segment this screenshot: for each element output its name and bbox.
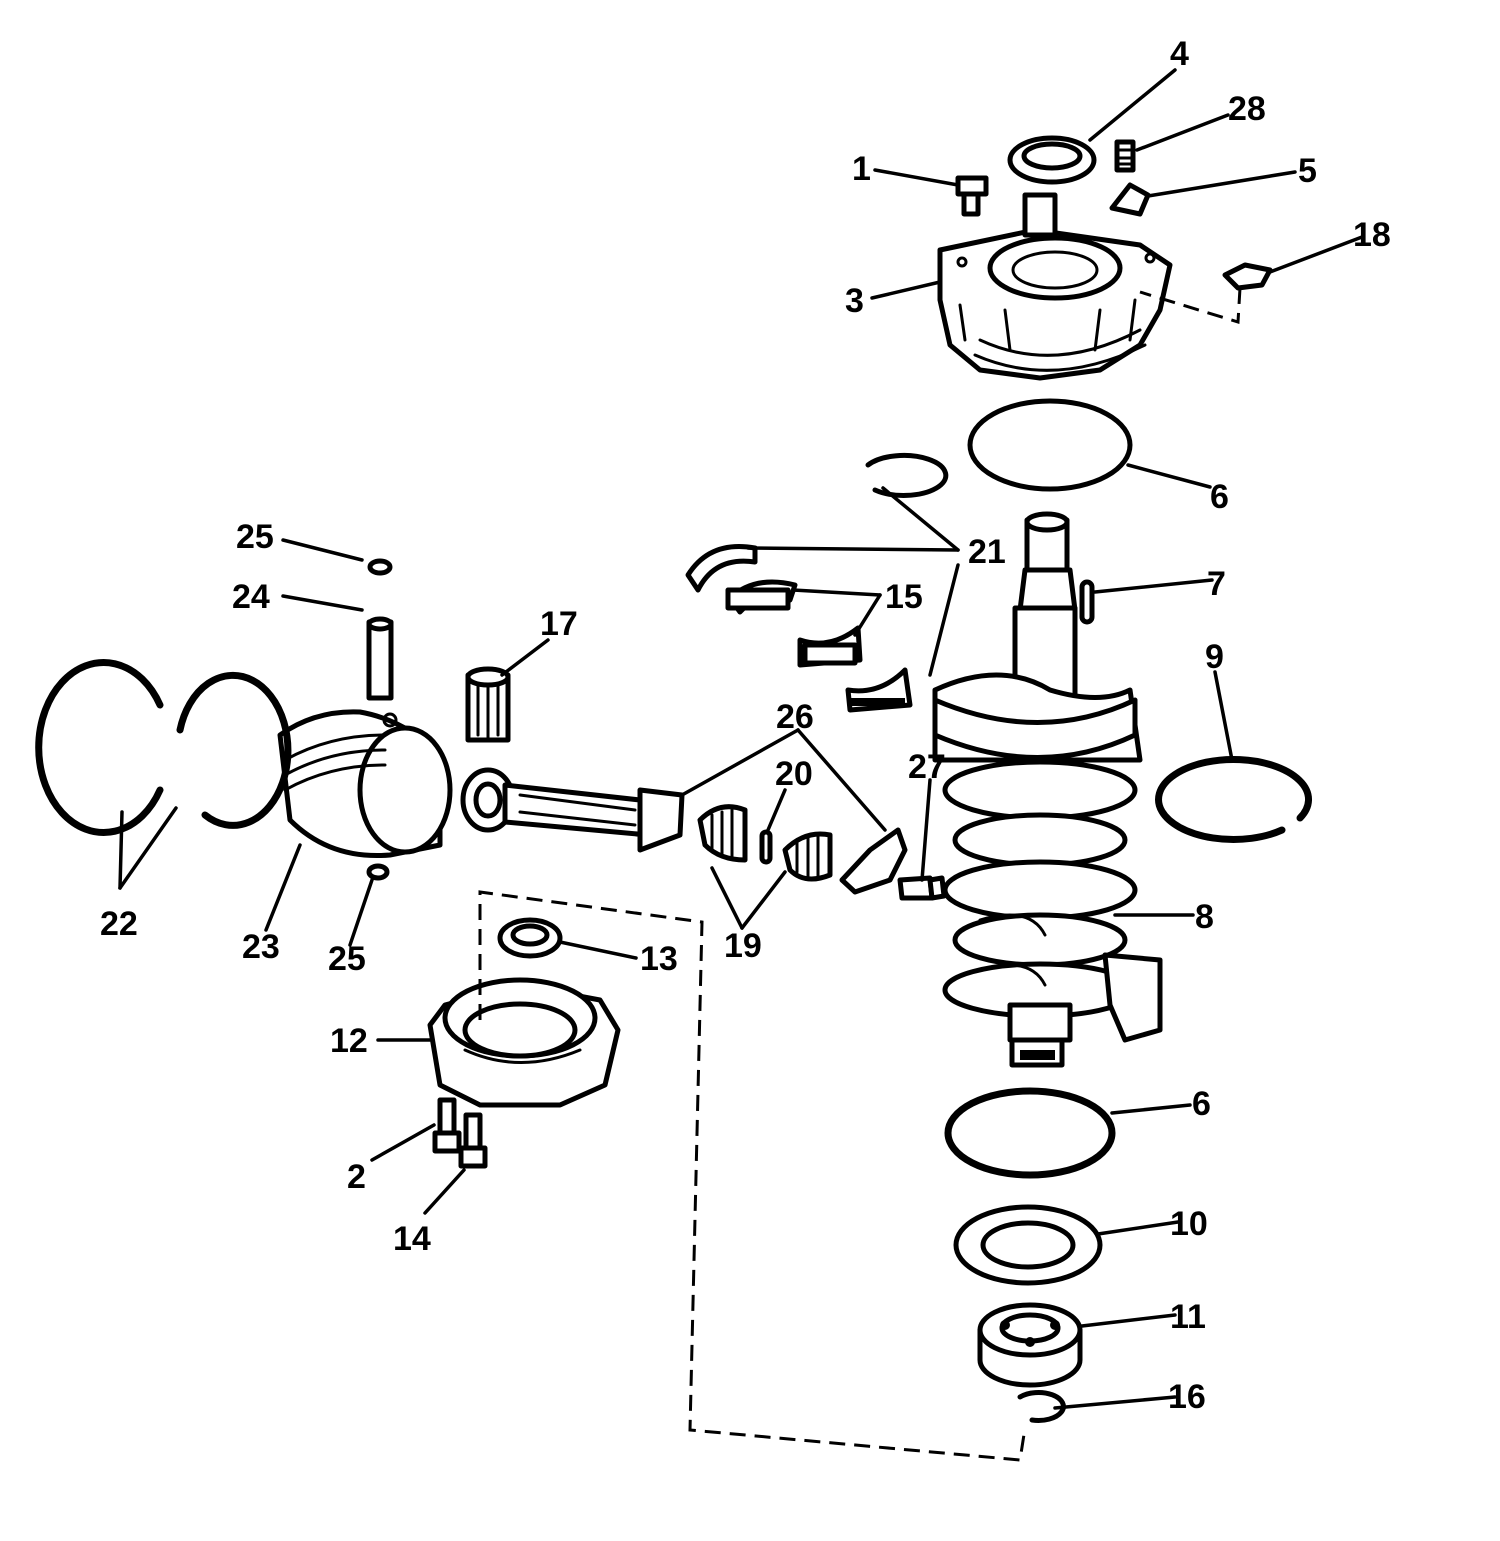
bearing-snap-ring bbox=[1017, 1389, 1066, 1423]
piston-ring-outer bbox=[35, 659, 164, 836]
callout-18: 18 bbox=[1353, 216, 1391, 254]
lower-bearing-plate bbox=[953, 1204, 1103, 1286]
callout-17: 17 bbox=[540, 605, 578, 643]
callout-5: 5 bbox=[1298, 152, 1317, 190]
dowel-pin bbox=[759, 829, 773, 865]
callout-4: 4 bbox=[1170, 35, 1189, 73]
callout-9: 9 bbox=[1205, 638, 1224, 676]
wrist-pin-needle-bearing bbox=[465, 666, 511, 743]
callout-23: 23 bbox=[242, 928, 280, 966]
callout-22: 22 bbox=[100, 905, 138, 943]
callout-25-lower: 25 bbox=[328, 940, 366, 978]
callout-14: 14 bbox=[393, 1220, 431, 1258]
callout-15: 15 bbox=[885, 578, 923, 616]
piston bbox=[277, 709, 453, 859]
callout-3: 3 bbox=[845, 282, 864, 320]
wrist-pin bbox=[366, 616, 394, 701]
small-screw bbox=[1114, 139, 1136, 173]
leader-lines bbox=[118, 68, 1364, 1410]
rod-cap-bolt bbox=[897, 875, 947, 901]
callout-21: 21 bbox=[968, 533, 1006, 571]
callout-6-lower: 6 bbox=[1192, 1085, 1211, 1123]
callout-13: 13 bbox=[640, 940, 678, 978]
lower-housing-screw bbox=[458, 1112, 488, 1169]
callout-11: 11 bbox=[1170, 1298, 1206, 1336]
upper-bearing-housing bbox=[937, 192, 1173, 381]
callout-7: 7 bbox=[1207, 565, 1226, 603]
crankshaft-key-pin bbox=[1079, 579, 1095, 625]
callout-2: 2 bbox=[347, 1158, 366, 1196]
connecting-rod bbox=[460, 767, 685, 853]
lower-oil-seal bbox=[497, 917, 563, 959]
callout-12: 12 bbox=[330, 1022, 368, 1060]
callout-10: 10 bbox=[1170, 1205, 1208, 1243]
upper-o-ring bbox=[967, 398, 1133, 492]
connecting-rod-cap bbox=[839, 827, 908, 895]
callout-8: 8 bbox=[1195, 898, 1214, 936]
retaining-clip bbox=[1109, 182, 1151, 217]
lower-o-ring bbox=[944, 1087, 1116, 1179]
main-bearing-halves bbox=[685, 544, 913, 713]
upper-oil-seal bbox=[1007, 135, 1097, 185]
wrist-pin-retainer-upper bbox=[367, 558, 393, 576]
main-bearing-retaining-ring bbox=[865, 452, 949, 498]
lower-ball-bearing bbox=[977, 1302, 1083, 1388]
callout-20: 20 bbox=[775, 755, 813, 793]
callout-labels: 1 4 28 5 18 3 6 21 7 15 9 25 24 17 26 20… bbox=[100, 35, 1391, 1416]
connecting-rod-bearing-cages bbox=[697, 804, 833, 882]
callout-16: 16 bbox=[1168, 1378, 1206, 1416]
callout-1: 1 bbox=[852, 150, 871, 188]
housing-bolt bbox=[955, 175, 989, 217]
callout-24: 24 bbox=[232, 578, 270, 616]
crankshaft bbox=[932, 511, 1163, 1068]
callout-6-upper: 6 bbox=[1210, 478, 1229, 516]
callout-28: 28 bbox=[1228, 90, 1266, 128]
lower-bearing-housing bbox=[427, 977, 621, 1108]
clip-mount-dashed-line bbox=[1139, 287, 1242, 324]
callout-25-upper: 25 bbox=[236, 518, 274, 556]
callout-27: 27 bbox=[908, 748, 946, 786]
crankshaft-retaining-ring bbox=[1155, 756, 1313, 843]
callout-26: 26 bbox=[776, 698, 814, 736]
lower-housing-bolt bbox=[432, 1097, 462, 1154]
lower-housing-dashed-line bbox=[478, 890, 1027, 1462]
wrist-pin-retainer-lower bbox=[366, 863, 390, 881]
piston-ring-inner bbox=[176, 671, 292, 829]
callout-19: 19 bbox=[724, 927, 762, 965]
hose-clip bbox=[1222, 262, 1273, 291]
